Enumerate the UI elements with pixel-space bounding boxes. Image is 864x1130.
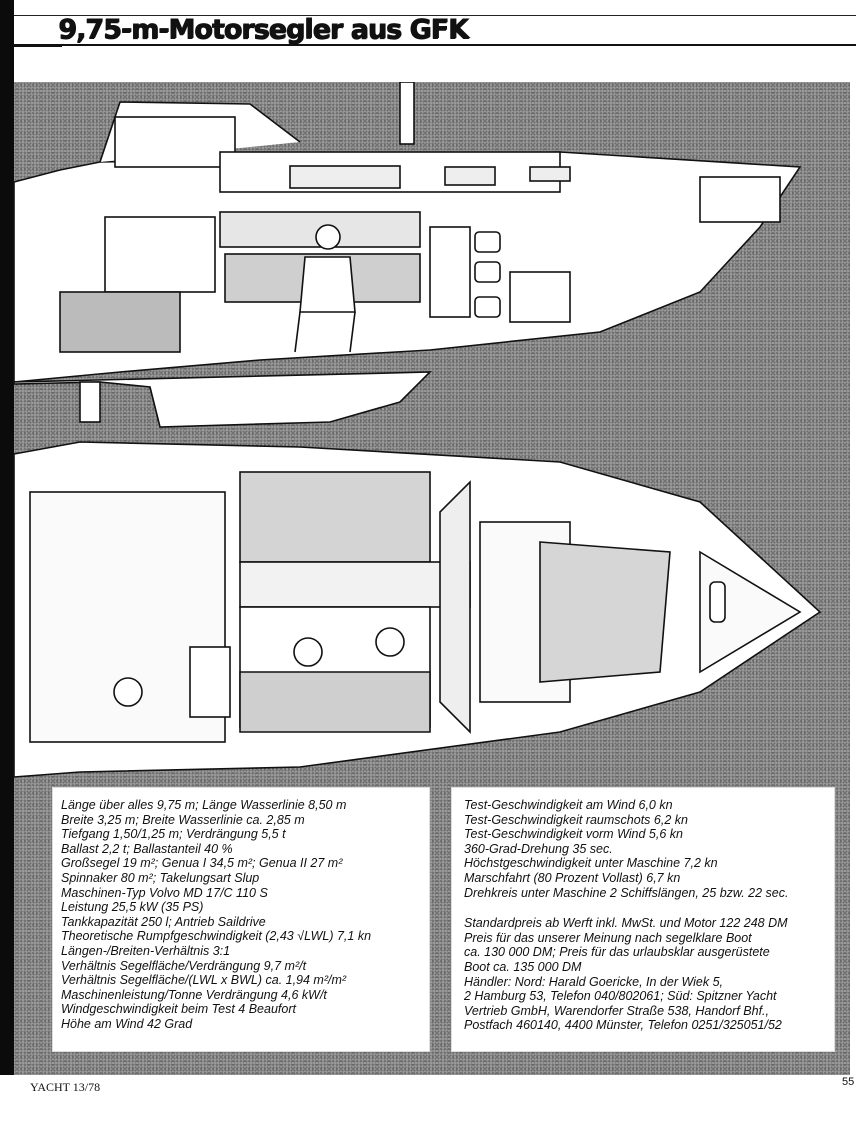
dealer-line: Vertrieb GmbH, Warendorfer Straße 538, H…: [464, 1003, 769, 1018]
spec-line: Breite 3,25 m; Breite Wasserlinie ca. 2,…: [61, 812, 305, 827]
test-line: Test-Geschwindigkeit raumschots 6,2 kn: [464, 812, 688, 827]
test-line: Drehkreis unter Maschine 2 Schiffslängen…: [464, 885, 789, 900]
price-line: Boot ca. 135 000 DM: [464, 959, 582, 974]
test-line: Test-Geschwindigkeit am Wind 6,0 kn: [464, 798, 673, 812]
title-rule-top: [14, 15, 856, 16]
page-title: 9,75-m-Motorsegler aus GFK: [58, 14, 469, 45]
magazine-issue: YACHT 13/78: [30, 1080, 101, 1094]
specifications-box: Länge über alles 9,75 m; Länge Wasserlin…: [52, 787, 430, 1052]
spec-line: Verhältnis Segelfläche/Verdrängung 9,7 m…: [61, 958, 307, 973]
title-underline: [14, 44, 62, 47]
test-line: Test-Geschwindigkeit vorm Wind 5,6 kn: [464, 827, 683, 842]
dealer-line: 2 Hamburg 53, Telefon 040/802061; Süd: S…: [464, 989, 777, 1004]
deck-plan-drawing: [13, 441, 822, 778]
page-edge-bar: [0, 0, 14, 1075]
spec-line: Maschinenleistung/Tonne Verdrängung 4,6 …: [61, 987, 327, 1002]
spec-line: Theoretische Rumpfgeschwindigkeit (2,43 …: [61, 929, 372, 944]
price-line: Standardpreis ab Werft inkl. MwSt. und M…: [464, 916, 788, 931]
boat-illustration: [13, 82, 822, 778]
spec-line: Leistung 25,5 kW (35 PS): [61, 900, 204, 915]
spec-line: Höhe am Wind 42 Grad: [61, 1016, 193, 1031]
price-line: Preis für das unserer Meinung nach segel…: [464, 930, 752, 945]
spec-line: Maschinen-Typ Volvo MD 17/C 110 S: [61, 885, 268, 900]
spec-line: Ballast 2,2 t; Ballastanteil 40 %: [61, 841, 233, 856]
test-line: Marschfahrt (80 Prozent Vollast) 6,7 kn: [464, 870, 681, 885]
price-line: ca. 130 000 DM; Preis für das urlaubskla…: [464, 945, 770, 960]
spec-line: Tankkapazität 250 l; Antrieb Saildrive: [61, 914, 266, 929]
test-line: Höchstgeschwindigkeit unter Maschine 7,2…: [464, 856, 718, 871]
dealer-line: Postfach 460140, 4400 Münster, Telefon 0…: [464, 1018, 782, 1033]
spec-line: Länge über alles 9,75 m; Länge Wasserlin…: [61, 798, 347, 812]
title-rule-bottom: [60, 44, 856, 46]
spec-line: Tiefgang 1,50/1,25 m; Verdrängung 5,5 t: [61, 827, 286, 842]
side-profile-drawing: [13, 82, 802, 428]
test-line: 360-Grad-Drehung 35 sec.: [464, 841, 613, 856]
test-results-box: Test-Geschwindigkeit am Wind 6,0 kn Test…: [451, 787, 835, 1052]
spec-line: Verhältnis Segelfläche/(LWL x BWL) ca. 1…: [61, 973, 347, 988]
spec-line: Großsegel 19 m²; Genua I 34,5 m²; Genua …: [61, 856, 343, 871]
spec-line: Spinnaker 80 m²; Takelungsart Slup: [61, 870, 260, 885]
spec-line: Längen-/Breiten-Verhältnis 3:1: [61, 943, 231, 958]
page-number: 55: [842, 1076, 855, 1088]
dealer-line: Händler: Nord: Harald Goericke, In der W…: [464, 974, 724, 989]
spec-line: Windgeschwindigkeit beim Test 4 Beaufort: [61, 1002, 296, 1017]
